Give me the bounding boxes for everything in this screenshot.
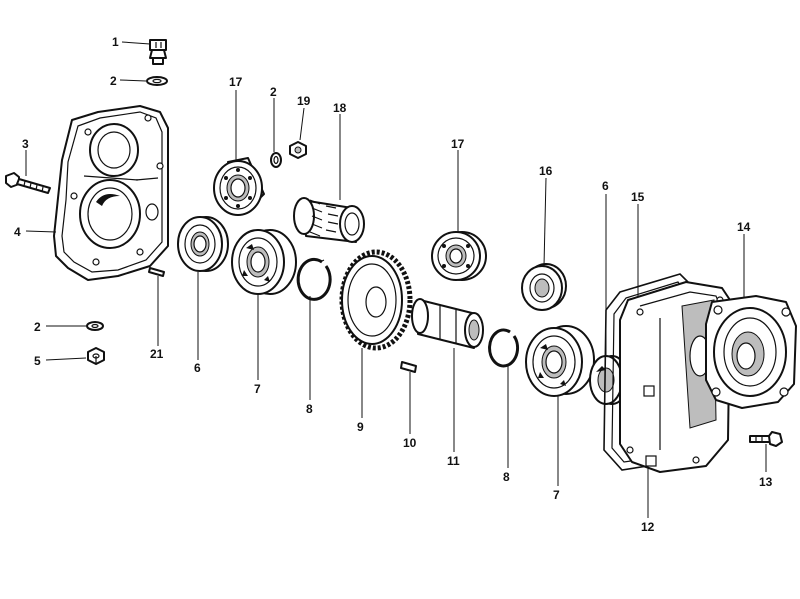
part-16-spacer-ring <box>521 263 567 311</box>
callout-labels: 1 2 3 4 2 5 21 17 6 7 2 19 18 8 9 10 11 … <box>14 35 773 534</box>
part-6-oil-seal-left <box>177 216 229 272</box>
callout-12: 12 <box>641 520 655 534</box>
callout-2-left: 2 <box>34 320 41 334</box>
callout-21: 21 <box>150 347 164 361</box>
callout-10: 10 <box>403 436 417 450</box>
part-13-bolt <box>749 431 783 447</box>
callout-8-right: 8 <box>503 470 510 484</box>
leader-lines <box>25 41 767 518</box>
callout-19: 19 <box>297 94 311 108</box>
callout-13: 13 <box>759 475 773 489</box>
callout-18: 18 <box>333 101 347 115</box>
part-1-breather-plug <box>149 39 167 65</box>
callout-15: 15 <box>631 190 645 204</box>
part-14-flange-cover <box>705 295 797 409</box>
callout-16: 16 <box>539 164 553 178</box>
callout-2-top: 2 <box>110 74 117 88</box>
callout-14: 14 <box>737 220 751 234</box>
callout-8-left: 8 <box>306 402 313 416</box>
part-2-washer-top <box>146 76 168 86</box>
callout-2-middle: 2 <box>270 85 277 99</box>
callout-3: 3 <box>22 137 29 151</box>
part-3-bolt <box>5 172 51 194</box>
part-21-dowel-pin <box>148 267 165 277</box>
part-10-key <box>400 361 417 373</box>
callout-4: 4 <box>14 225 21 239</box>
part-11-sleeve <box>411 298 484 349</box>
part-17-bearing-right <box>431 231 487 281</box>
callout-11: 11 <box>447 454 460 468</box>
part-2-washer-middle <box>270 152 282 168</box>
callout-7-right: 7 <box>553 488 560 502</box>
part-2-washer-left <box>86 321 104 331</box>
part-5-nut <box>87 347 105 365</box>
callout-17-right: 17 <box>451 137 465 151</box>
callout-6-left: 6 <box>194 361 201 375</box>
callout-1: 1 <box>112 35 119 49</box>
part-17-bearing-left <box>213 157 265 216</box>
part-7-roller-bearing-left <box>231 229 297 295</box>
part-8-snap-ring-right <box>488 328 520 368</box>
part-9-spur-gear <box>339 249 413 351</box>
part-4-housing-cover <box>53 105 169 281</box>
callout-7-left: 7 <box>254 382 261 396</box>
part-18-splined-shaft <box>293 197 365 243</box>
callout-9: 9 <box>357 420 364 434</box>
part-19-small-nut <box>289 141 307 159</box>
part-7-roller-bearing-right <box>525 325 595 397</box>
callout-6-right: 6 <box>602 179 609 193</box>
callout-5: 5 <box>34 354 41 368</box>
part-8-snap-ring-left <box>296 257 332 301</box>
callout-17-left: 17 <box>229 75 243 89</box>
